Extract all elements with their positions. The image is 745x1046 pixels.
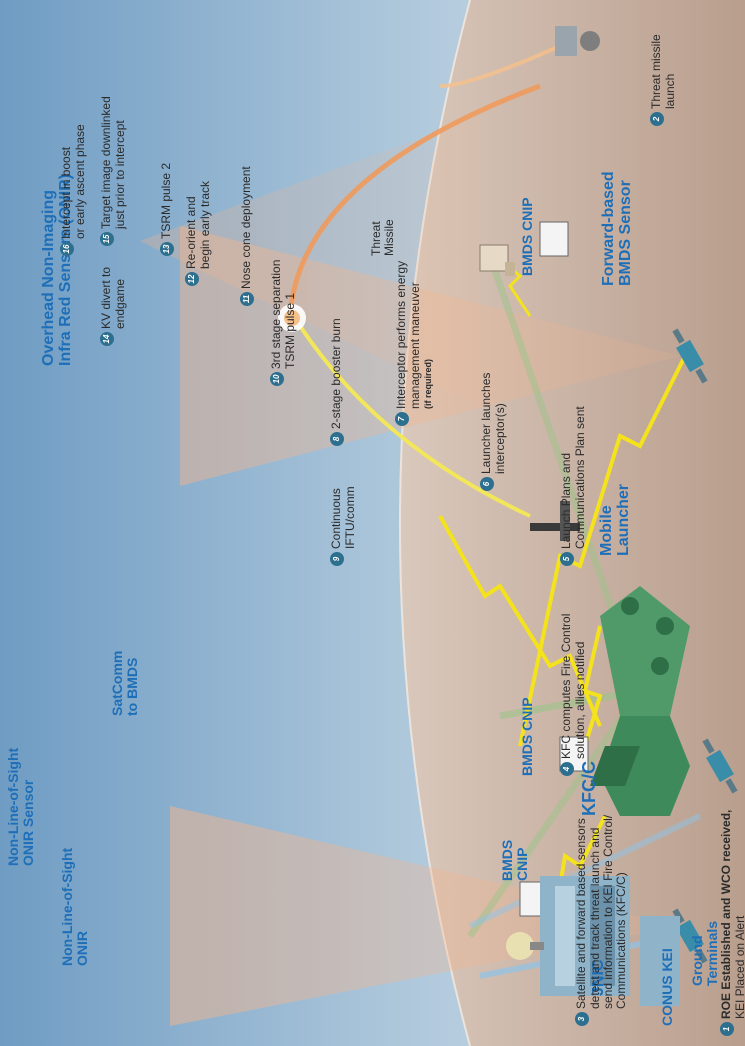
threat-launch-site xyxy=(555,26,600,56)
step-16-number: 16 xyxy=(60,242,74,256)
step-1-number: 1 xyxy=(720,1022,734,1036)
jnic-building xyxy=(640,916,680,1006)
step-10-number: 10 xyxy=(270,372,284,386)
lightning-kfc-interceptor xyxy=(438,515,602,727)
step-2: 2Threat missile launch xyxy=(649,34,677,126)
step-3-number: 3 xyxy=(575,1012,589,1026)
label-bmds-cnip-mid: BMDS CNIP xyxy=(519,697,535,776)
step-2-number: 2 xyxy=(650,112,664,126)
step-12: 12Re-orient and begin early track xyxy=(184,181,212,286)
step-9: 9Continuous IFTU/comm xyxy=(329,486,357,566)
step-7: 7Interceptor performs energy management … xyxy=(394,261,435,426)
label-bmds-cnip-top: BMDS CNIP xyxy=(519,197,535,276)
step-13-number: 13 xyxy=(160,242,174,256)
step-4: 4KFC computes Fire Control solution, all… xyxy=(559,614,587,776)
step-13: 13TSRM pulse 2 xyxy=(159,163,174,256)
ground-terminal-dish xyxy=(506,932,544,960)
conus-kei-building xyxy=(540,876,630,996)
step-12-number: 12 xyxy=(185,272,199,286)
step-4-number: 4 xyxy=(560,762,574,776)
step-14: 14KV divert to endgame xyxy=(99,267,127,346)
satellite-nlos-sensor xyxy=(702,738,738,794)
step-16: 16Intercept in boost or early ascent pha… xyxy=(59,124,87,256)
satellite-onir-overhead xyxy=(672,328,708,384)
threat-trajectory-trail xyxy=(439,44,561,88)
threat-trajectory xyxy=(287,83,541,317)
bmds-cnip-box-top xyxy=(539,221,569,257)
step-10: 103rd stage separation TSRM pulse 1 xyxy=(269,260,297,386)
step-5: 5Launch Plans and Communications Plan se… xyxy=(559,406,587,566)
label-conus-kei: CONUS KEI xyxy=(659,948,675,1026)
step-8-number: 8 xyxy=(330,432,344,446)
step-14-number: 14 xyxy=(100,332,114,346)
step-11-number: 11 xyxy=(240,292,254,306)
interceptor-path xyxy=(298,324,531,518)
link-nlos-sensor xyxy=(468,813,702,929)
lightning-onir-kfc xyxy=(518,345,692,747)
step-5-number: 5 xyxy=(560,552,574,566)
step-7-number: 7 xyxy=(395,412,409,426)
step-11: 11Nose cone deployment xyxy=(239,166,254,306)
step-3: 3Satellite and forward based sensors det… xyxy=(574,815,628,1026)
beam-nlos-onir xyxy=(170,806,680,1026)
lightning-kfc-launcher xyxy=(582,625,603,747)
step-15-number: 15 xyxy=(100,232,114,246)
forward-sensor-radar xyxy=(479,244,515,276)
step-8: 82-stage booster burn xyxy=(329,318,344,446)
mobile-launcher xyxy=(530,501,580,541)
step-15: 15Target image downlinked just prior to … xyxy=(99,96,127,246)
kfc-complex xyxy=(590,586,690,816)
step-6: 6Launcher launches interceptor(s) xyxy=(479,373,507,491)
step-6-number: 6 xyxy=(480,477,494,491)
beam-forward-sensor xyxy=(140,116,480,406)
step-9-number: 9 xyxy=(330,552,344,566)
step-1: 1ROE Established and WCO received, KEI P… xyxy=(719,810,745,1036)
link-satcomm-terminals xyxy=(467,689,643,938)
